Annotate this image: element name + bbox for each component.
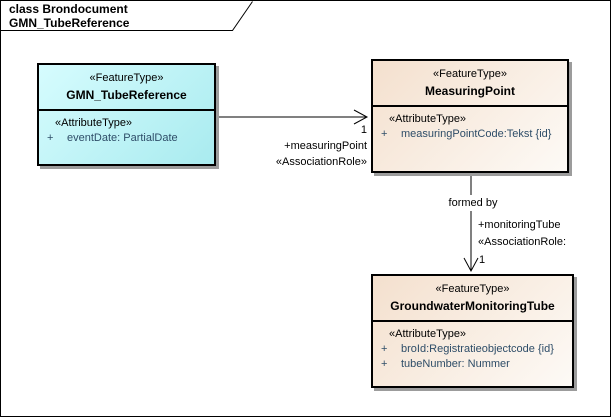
diagram-frame-tab: class Brondocument GMN_TubeReference (1, 1, 249, 30)
target-stereotype: «AssociationRole» (275, 156, 367, 168)
target-stereotype: «AssociationRole: (478, 236, 567, 248)
attribute-text: eventDate: PartialDate (67, 132, 178, 144)
open-arrowhead-icon (463, 257, 479, 273)
class-name: MeasuringPoint (424, 84, 515, 98)
attribute-text: measuringPointCode:Tekst {id} (401, 128, 552, 140)
attribute-visibility: + (381, 128, 388, 140)
association-monitoring-tube-labels: +monitoringTube «AssociationRole: (478, 217, 566, 251)
class-stereotype: «FeatureType» (435, 283, 510, 295)
attributes-compartment: «AttributeType» + measuringPointCode:Tek… (373, 107, 567, 142)
attribute-row: + broId:Registratieobjectcode {id} (373, 342, 572, 357)
attribute-stereotype: «AttributeType» (389, 113, 467, 125)
association-measuring-point-labels: 1 +measuringPoint «AssociationRole» (167, 122, 367, 170)
attribute-stereotype: «AttributeType» (55, 117, 133, 129)
class-name: GMN_TubeReference (66, 88, 187, 102)
attribute-text: tubeNumber: Nummer (401, 358, 510, 370)
association-monitoring-tube[interactable] (463, 173, 479, 273)
attributes-compartment: «AttributeType» + eventDate: PartialDate (39, 111, 214, 146)
target-multiplicity: 1 (360, 124, 367, 136)
class-header: «FeatureType» GMN_TubeReference (39, 65, 214, 111)
attribute-visibility: + (47, 132, 54, 144)
attribute-row: + measuringPointCode:Tekst {id} (373, 127, 567, 142)
association-name: formed by (442, 195, 504, 211)
class-header: «FeatureType» MeasuringPoint (373, 61, 567, 107)
diagram-title: class Brondocument GMN_TubeReference (9, 1, 130, 30)
attribute-stereotype: «AttributeType» (389, 328, 467, 340)
class-gmn-tubereference[interactable]: «FeatureType» GMN_TubeReference «Attribu… (37, 63, 216, 166)
attribute-text: broId:Registratieobjectcode {id} (401, 343, 554, 355)
class-groundwatermonitoringtube[interactable]: «FeatureType» GroundwaterMonitoringTube … (371, 274, 574, 388)
attribute-visibility: + (381, 358, 388, 370)
class-name: GroundwaterMonitoringTube (390, 299, 555, 313)
class-stereotype: «FeatureType» (89, 72, 164, 84)
class-header: «FeatureType» GroundwaterMonitoringTube (373, 276, 572, 322)
target-multiplicity: 1 (479, 254, 486, 266)
class-measuringpoint[interactable]: «FeatureType» MeasuringPoint «AttributeT… (371, 59, 569, 173)
class-stereotype: «FeatureType» (433, 68, 507, 80)
attributes-compartment: «AttributeType» + broId:Registratieobjec… (373, 322, 572, 372)
attribute-row: + eventDate: PartialDate (39, 131, 214, 146)
attribute-row: + tubeNumber: Nummer (373, 357, 572, 372)
target-role: +monitoringTube (478, 219, 561, 231)
target-role: +measuringPoint (284, 140, 367, 152)
attribute-visibility: + (381, 343, 388, 355)
